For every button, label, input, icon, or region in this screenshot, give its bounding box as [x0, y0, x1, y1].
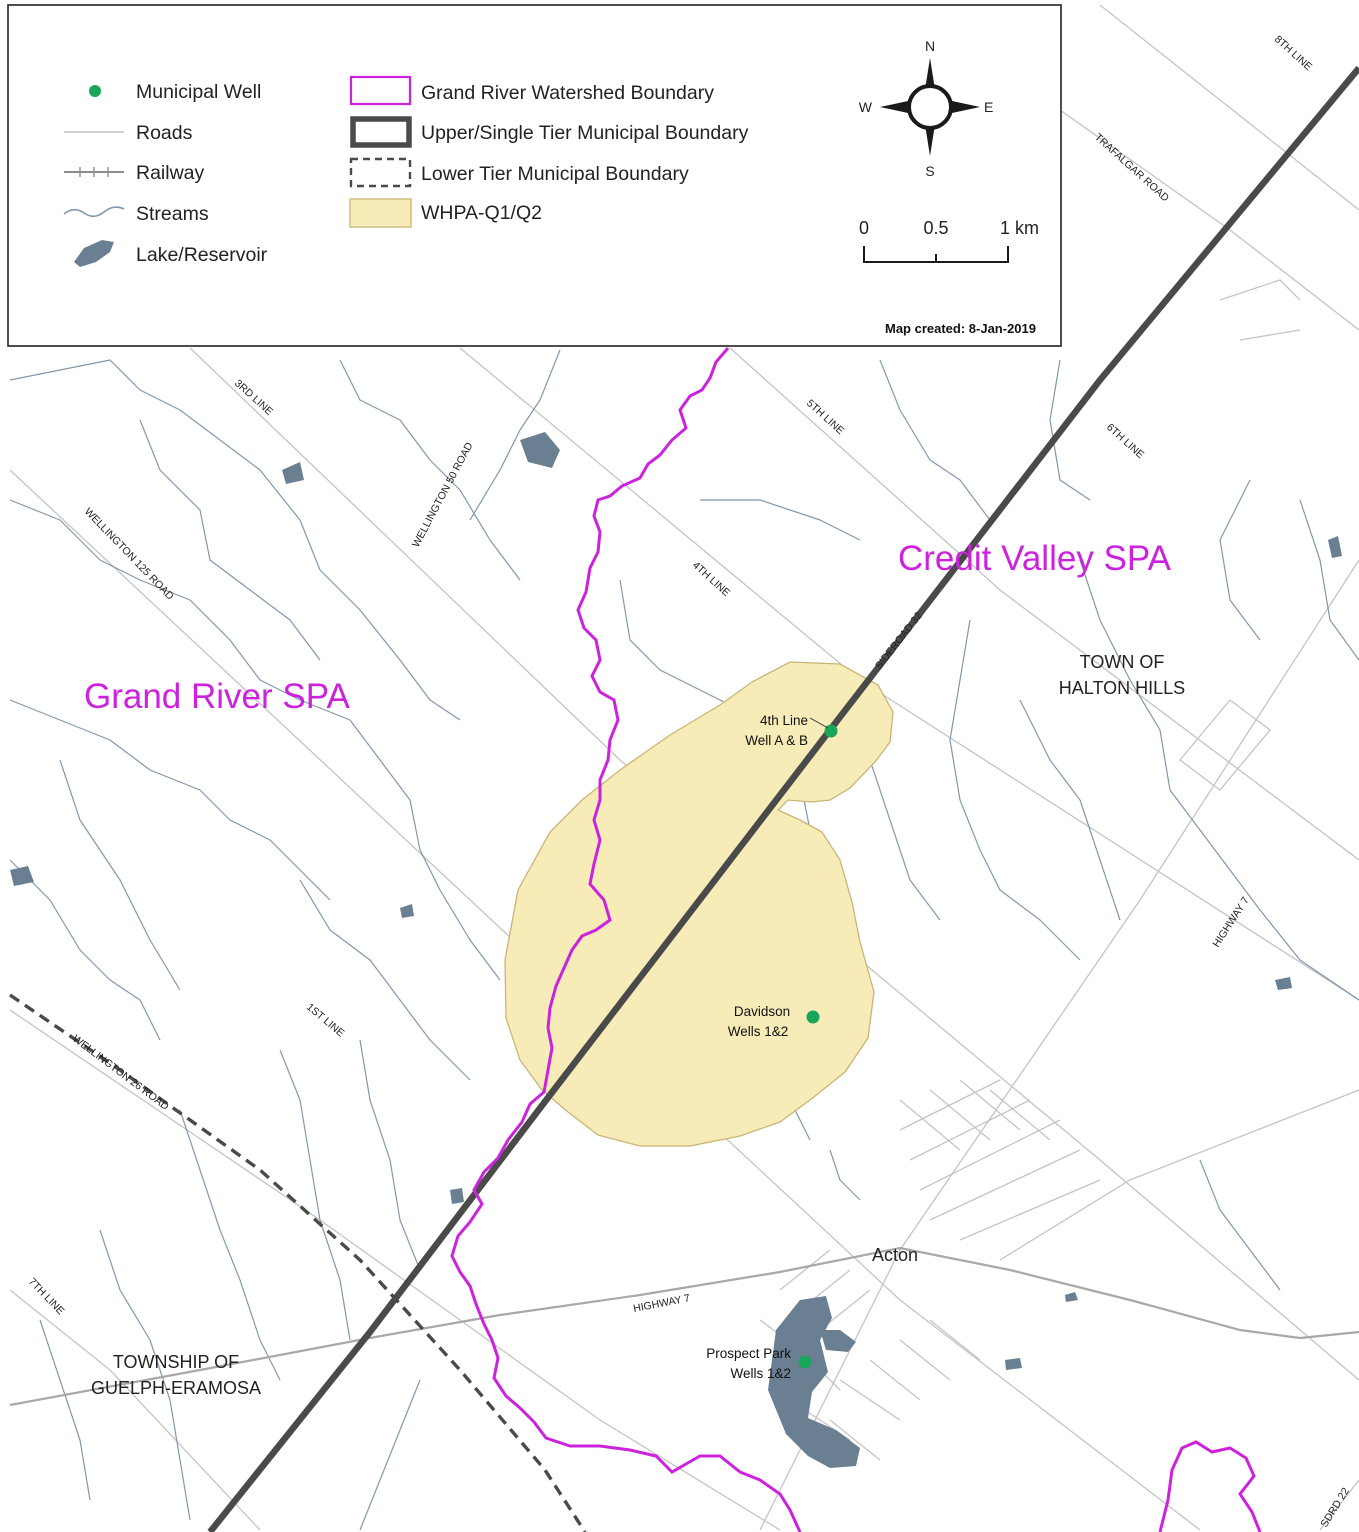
compass-w: W [859, 99, 873, 115]
well-label-davidson-1: Davidson [734, 1004, 790, 1019]
well-4th-line-leader [809, 717, 829, 729]
lower-tier-boundary [9, 993, 587, 1532]
legend-label-whpa: WHPA-Q1/Q2 [421, 202, 542, 224]
road-label-3rd-line: 3RD LINE [232, 377, 275, 418]
compass-n: N [925, 38, 935, 54]
upper-tier-boundary [207, 65, 1359, 1532]
road-label-trafalgar: TRAFALGAR ROAD [1092, 131, 1171, 204]
well-label-4th-line-1: 4th Line [760, 713, 808, 728]
well-davidson[interactable] [806, 1010, 820, 1024]
guelph-label-1: TOWNSHIP OF [113, 1352, 239, 1372]
well-label-prospect-2: Wells 1&2 [730, 1366, 791, 1381]
legend-label-watershed: Grand River Watershed Boundary [421, 82, 714, 104]
legend-label-municipal-well: Municipal Well [136, 81, 261, 103]
map-created-date: Map created: 8-Jan-2019 [885, 321, 1036, 336]
stream-network [9, 349, 1359, 1531]
legend-label-lake: Lake/Reservoir [136, 244, 268, 266]
compass-rose-icon [880, 58, 980, 156]
road-label-wellington-50: WELLINGTON 50 ROAD [410, 440, 476, 549]
well-label-4th-line-2: Well A & B [745, 733, 808, 748]
lower-tier-boundary-icon [349, 157, 412, 188]
road-label-highway-7-east: HIGHWAY 7 [1210, 895, 1252, 950]
compass-s: S [925, 163, 934, 179]
upper-tier-boundary-icon [350, 116, 412, 148]
railway-line [9, 1246, 1359, 1407]
road-label-sdrd-22: SDRD 22 [1318, 1485, 1352, 1529]
road-label-5th-line: 5TH LINE [804, 397, 846, 437]
lake-icon [74, 240, 114, 267]
road-label-8th-line: 8TH LINE [1272, 33, 1314, 73]
legend-label-streams: Streams [136, 203, 209, 225]
guelph-label-2: GUELPH-ERAMOSA [91, 1378, 261, 1398]
whpa-icon [349, 198, 412, 228]
road-label-4th-line: 4TH LINE [690, 559, 732, 599]
acton-label: Acton [872, 1245, 918, 1265]
road-label-1st-line: 1ST LINE [304, 1001, 346, 1039]
legend-label-railway: Railway [136, 162, 205, 184]
halton-label-1: TOWN OF [1080, 652, 1165, 672]
legend-label-upper-tier: Upper/Single Tier Municipal Boundary [421, 122, 749, 144]
lakes [10, 432, 1342, 1468]
scale-bar [863, 246, 1009, 263]
stream-icon [63, 206, 125, 218]
halton-label-2: HALTON HILLS [1059, 678, 1185, 698]
road-label-wellington-26: WELLINGTON 26 ROAD [70, 1033, 171, 1113]
legend-label-roads: Roads [136, 122, 193, 144]
scale-tick-0: 0 [859, 218, 869, 238]
grand-river-watershed-boundary [450, 347, 802, 1532]
railway-icon [64, 167, 124, 177]
road-label-7th-line: 7TH LINE [26, 1276, 67, 1318]
road-label-wellington-125: WELLINGTON 125 ROAD [82, 506, 176, 603]
road-network [9, 4, 1359, 1531]
well-prospect-park[interactable] [798, 1355, 812, 1369]
legend-panel: Municipal Well Roads Railway Streams Lak… [7, 4, 1062, 347]
road-label-sideroad-32: SIDEROAD 32 [873, 610, 925, 672]
scale-tick-05: 0.5 [923, 218, 948, 238]
grand-river-watershed-boundary-east [1158, 1440, 1262, 1532]
compass-e: E [984, 99, 993, 115]
credit-valley-spa-label: Credit Valley SPA [898, 539, 1172, 578]
municipal-well-icon [89, 85, 101, 97]
scale-tick-1km: 1 km [1000, 218, 1039, 238]
legend-label-lower-tier: Lower Tier Municipal Boundary [421, 163, 689, 185]
grand-river-spa-label: Grand River SPA [84, 677, 350, 716]
well-4th-line[interactable] [824, 724, 838, 738]
well-label-davidson-2: Wells 1&2 [728, 1024, 789, 1039]
road-label-6th-line: 6TH LINE [1104, 421, 1146, 461]
watershed-boundary-icon [349, 75, 412, 106]
well-label-prospect-1: Prospect Park [706, 1346, 791, 1361]
